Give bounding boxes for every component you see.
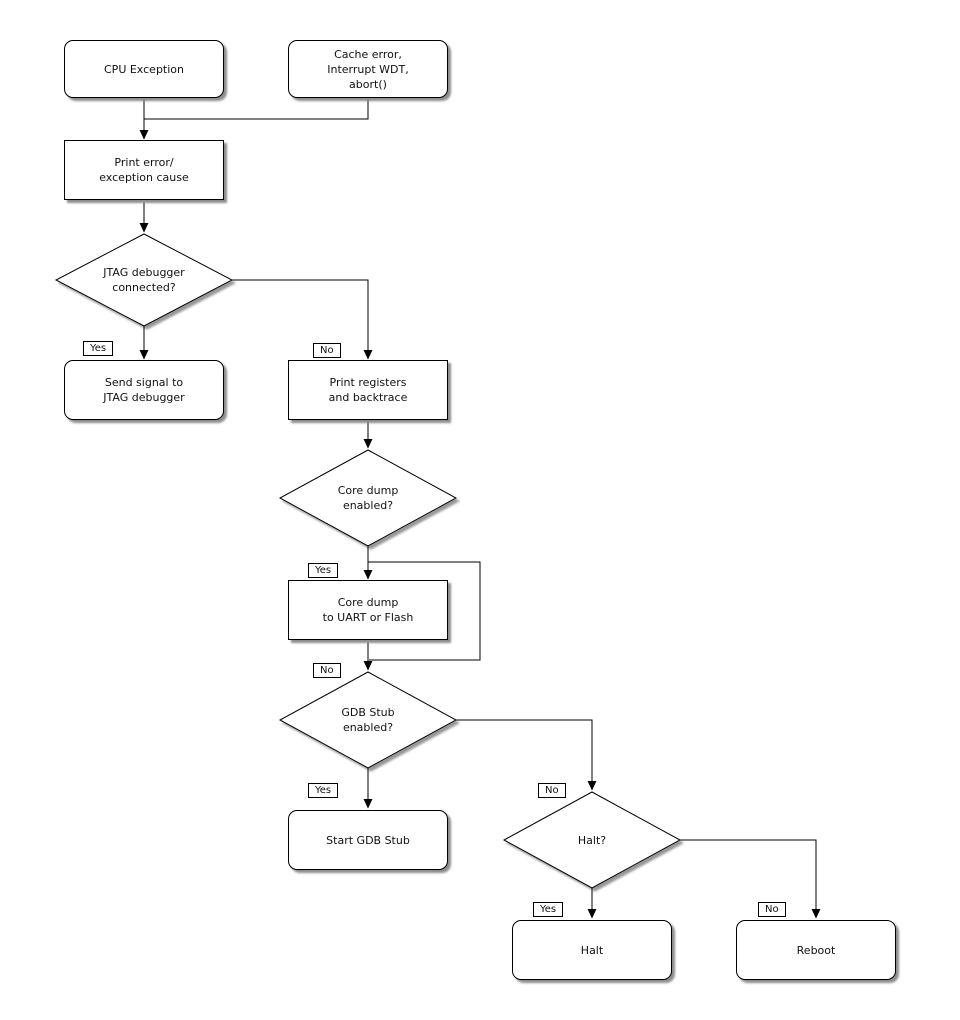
branch-label-coredump-yes: Yes [308,563,339,578]
node-reboot: Reboot [736,920,896,980]
core-dump-enabled-decision-diamond [278,449,458,547]
node-cpu-exception: CPU Exception [64,40,224,98]
node-print-error: Print error/ exception cause [64,140,224,200]
edge-cache-error-to-junction [144,98,369,120]
node-send-signal: Send signal to JTAG debugger [64,360,224,420]
halt-decision-diamond [502,791,682,889]
decision-shapes [54,233,682,889]
branch-label-jtag-yes: Yes [83,341,114,356]
branch-label-gdbstub-yes: Yes [308,783,339,798]
node-halt: Halt [512,920,672,980]
edge-halt-no-to-reboot-box [680,839,821,919]
branch-label-jtag-no: No [313,343,341,358]
branch-label-coredump-no: No [313,663,341,678]
branch-label-halt-yes: Yes [533,902,564,917]
node-start-gdb-stub: Start GDB Stub [288,810,448,870]
edge-jtag-no-to-print-registers [232,279,373,360]
branch-label-gdbstub-no: No [538,783,566,798]
gdb-stub-enabled-decision-diamond [278,671,458,769]
node-print-registers: Print registers and backtrace [288,360,448,420]
edge-coredump-no-bypass [368,561,481,661]
jtag-connected-decision-diamond [54,233,234,327]
connector-lines [139,98,821,919]
branch-label-halt-no: No [758,902,786,917]
node-cache-error: Cache error, Interrupt WDT, abort() [288,40,448,98]
node-core-dump: Core dump to UART or Flash [288,580,448,640]
edge-gdbstub-no-to-halt-decision [456,719,597,791]
